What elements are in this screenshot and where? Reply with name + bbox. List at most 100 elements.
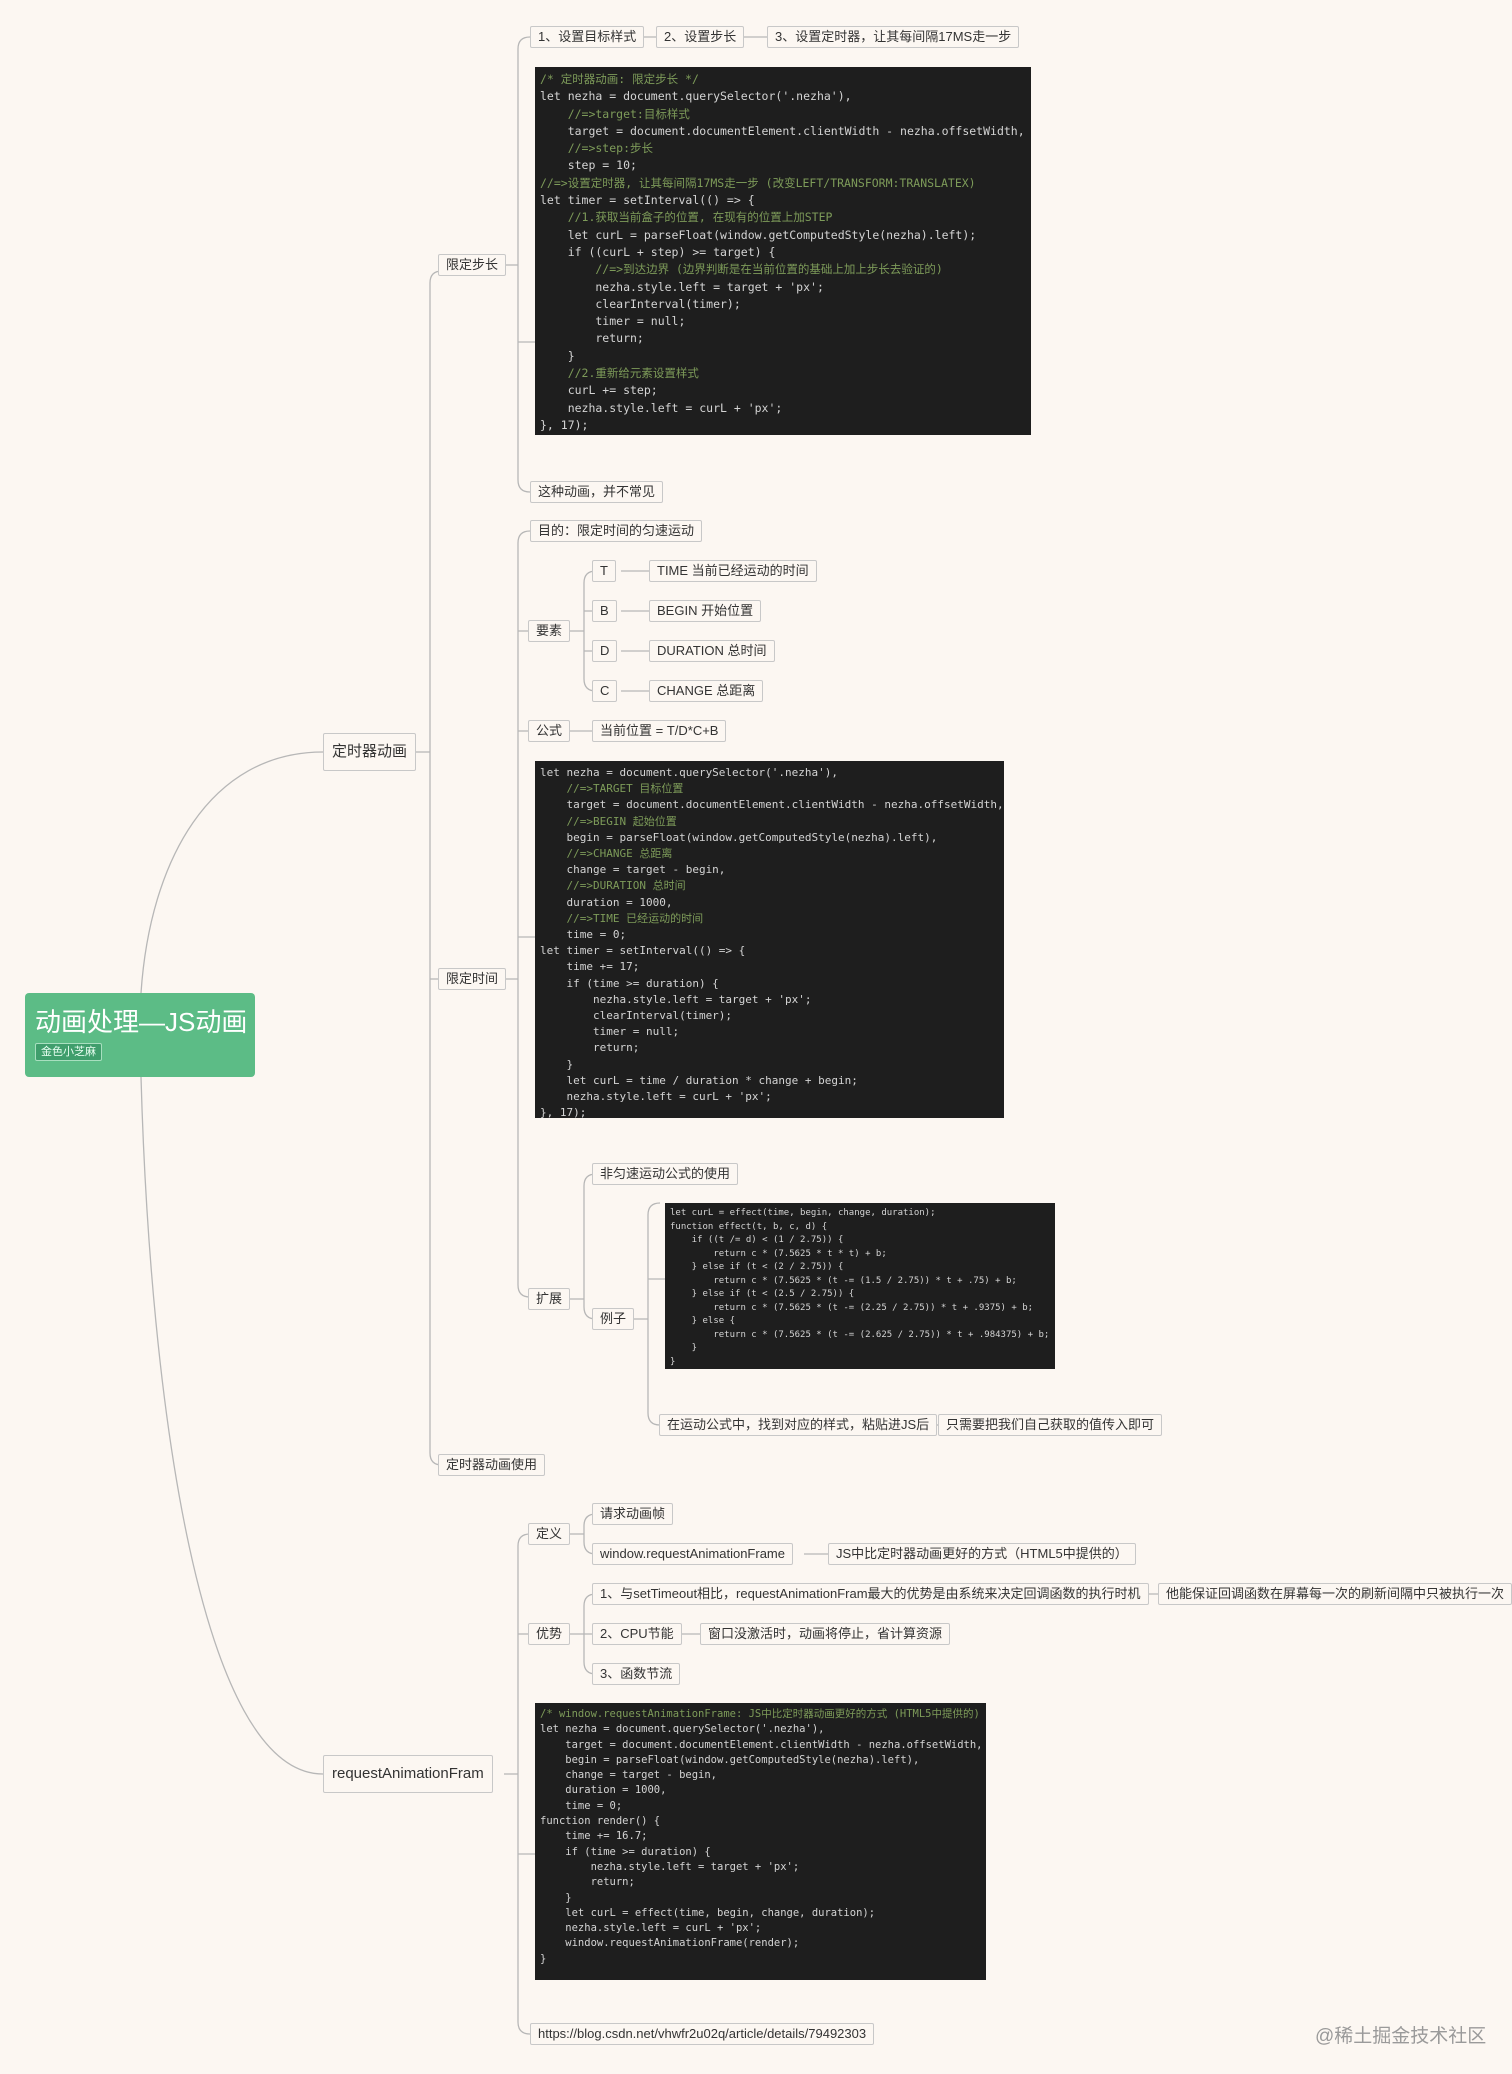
code-line: timer = null; — [540, 314, 686, 329]
code-line: //=>到达边界 (边界判断是在当前位置的基础上加上步长去验证的) — [540, 262, 943, 277]
tip-node[interactable]: 在运动公式中，找到对应的样式，粘贴进JS后 — [659, 1414, 938, 1436]
code-line: begin = parseFloat(window.getComputedSty… — [540, 1753, 920, 1766]
code-line: } — [540, 348, 575, 363]
code-line: time += 16.7; — [540, 1830, 648, 1843]
note-uncommon[interactable]: 这种动画，并不常见 — [530, 481, 664, 503]
code-line: return c * (7.5625 * (t -= (2.625 / 2.75… — [670, 1329, 1050, 1340]
node-limit-time[interactable]: 限定时间 — [438, 968, 507, 990]
code-line: //=>TIME 已经运动的时间 — [540, 911, 704, 925]
element-key[interactable]: C — [592, 680, 618, 702]
code-line: nezha.style.left = curL + 'px'; — [540, 1090, 772, 1104]
advantage-node[interactable]: 优势 — [528, 1623, 571, 1645]
code-line: if (time >= duration) { — [540, 976, 719, 990]
code-limit-time: let nezha = document.querySelector('.nez… — [535, 761, 1004, 1118]
code-line: //=>DURATION 总时间 — [540, 879, 686, 893]
code-line: if ((t /= d) < (1 / 2.75)) { — [670, 1235, 844, 1245]
code-line: time = 0; — [540, 1799, 623, 1812]
code-line: }, 17); — [540, 417, 589, 432]
code-line: function effect(t, b, c, d) { — [670, 1221, 828, 1232]
code-line: window.requestAnimationFrame(render); — [540, 1937, 800, 1950]
adv-1-note-node[interactable]: 他能保证回调函数在屏幕每一次的刷新间隔中只被执行一次 — [1158, 1583, 1512, 1605]
code-line: time = 0; — [540, 928, 627, 942]
code-line: } else { — [670, 1316, 736, 1326]
code-line: nezha.style.left = target + 'px'; — [540, 279, 824, 294]
element-key[interactable]: D — [592, 640, 618, 662]
step-3-node[interactable]: 3、设置定时器，让其每间隔17MS走一步 — [767, 26, 1020, 48]
code-line: //=>target:目标样式 — [540, 106, 690, 121]
code-line: } — [540, 1952, 547, 1965]
def-raf-note-node[interactable]: JS中比定时器动画更好的方式（HTML5中提供的） — [828, 1543, 1136, 1565]
nonuniform-node[interactable]: 非匀速运动公式的使用 — [592, 1163, 739, 1185]
code-line: curL += step; — [540, 383, 658, 398]
element-key[interactable]: T — [592, 560, 616, 582]
tip2-node[interactable]: 只需要把我们自己获取的值传入即可 — [938, 1414, 1163, 1436]
code-line: //=>BEGIN 起始位置 — [540, 814, 677, 828]
code-line: time += 17; — [540, 960, 640, 974]
node-timer-usage[interactable]: 定时器动画使用 — [438, 1454, 546, 1476]
code-line: } else if (t < (2.5 / 2.75)) { — [670, 1289, 855, 1299]
code-line: return; — [540, 331, 644, 346]
code-line: //=>设置定时器, 让其每间隔17MS走一步 (改变LEFT/TRANSFOR… — [540, 175, 976, 190]
code-line: duration = 1000, — [540, 1784, 667, 1797]
code-line: let timer = setInterval(() => { — [540, 944, 746, 958]
def-window-raf-node[interactable]: window.requestAnimationFrame — [592, 1543, 793, 1565]
code-line: change = target - begin, — [540, 863, 726, 877]
code-line: let curL = parseFloat(window.getComputed… — [540, 227, 977, 242]
code-line: /* 定时器动画: 限定步长 */ — [540, 72, 699, 86]
adv-1-node[interactable]: 1、与setTimeout相比，requestAnimationFram最大的优… — [592, 1583, 1149, 1605]
code-line: if (time >= duration) { — [540, 1845, 711, 1858]
elements-node[interactable]: 要素 — [528, 620, 571, 642]
code-line: } — [540, 1057, 574, 1071]
code-line: nezha.style.left = curL + 'px'; — [540, 1922, 762, 1935]
code-line: return c * (7.5625 * (t -= (1.5 / 2.75))… — [670, 1275, 1017, 1286]
code-line: let nezha = document.querySelector('.nez… — [540, 89, 852, 104]
code-line: target = document.documentElement.client… — [540, 798, 1004, 812]
watermark: @稀土掘金技术社区 — [1315, 2026, 1487, 2047]
step-2-node[interactable]: 2、设置步长 — [656, 26, 745, 48]
root-node[interactable]: 动画处理—JS动画 金色小芝麻 — [25, 993, 255, 1077]
adv-2-node[interactable]: 2、CPU节能 — [592, 1623, 682, 1645]
code-line: duration = 1000, — [540, 895, 673, 909]
code-raf: /* window.requestAnimationFrame: JS中比定时器… — [535, 1703, 986, 1980]
step-1-node[interactable]: 1、设置目标样式 — [530, 26, 645, 48]
code-line: //1.获取当前盒子的位置, 在现有的位置上加STEP — [540, 210, 833, 225]
reference-link-node[interactable]: https://blog.csdn.net/vhwfr2u02q/article… — [530, 2023, 875, 2045]
element-desc[interactable]: TIME 当前已经运动的时间 — [649, 560, 817, 582]
def-request-frame-node[interactable]: 请求动画帧 — [592, 1503, 674, 1525]
element-desc[interactable]: DURATION 总时间 — [649, 640, 775, 662]
code-line: timer = null; — [540, 1025, 680, 1039]
code-line: step = 10; — [540, 158, 637, 173]
code-line: //2.重新给元素设置样式 — [540, 366, 699, 381]
example-node[interactable]: 例子 — [592, 1308, 635, 1330]
formula-label-node[interactable]: 公式 — [528, 720, 571, 742]
code-line: target = document.documentElement.client… — [540, 123, 1025, 138]
adv-3-node[interactable]: 3、函数节流 — [592, 1663, 681, 1685]
code-line: function render() { — [540, 1815, 661, 1828]
code-line: return; — [540, 1876, 635, 1889]
code-line: if ((curL + step) >= target) { — [540, 244, 776, 259]
root-title: 动画处理—JS动画 — [35, 1007, 248, 1037]
element-desc[interactable]: BEGIN 开始位置 — [649, 600, 762, 622]
code-line: //=>TARGET 目标位置 — [540, 782, 684, 796]
element-key[interactable]: B — [592, 600, 617, 622]
branch-request-animation-frame[interactable]: requestAnimationFram — [323, 1755, 493, 1793]
code-line: let nezha = document.querySelector('.nez… — [540, 1723, 825, 1736]
purpose-node[interactable]: 目的：限定时间的匀速运动 — [530, 520, 703, 542]
extend-node[interactable]: 扩展 — [528, 1288, 571, 1310]
branch-timer-animation[interactable]: 定时器动画 — [323, 733, 417, 771]
code-line: clearInterval(timer); — [540, 1009, 733, 1023]
code-line: let curL = time / duration * change + be… — [540, 1073, 858, 1087]
code-line: begin = parseFloat(window.getComputedSty… — [540, 830, 938, 844]
adv-2-note-node[interactable]: 窗口没激活时，动画将停止，省计算资源 — [700, 1623, 951, 1645]
formula-node[interactable]: 当前位置 = T/D*C+B — [592, 720, 727, 742]
code-line: } — [670, 1356, 676, 1367]
element-desc[interactable]: CHANGE 总距离 — [649, 680, 764, 702]
code-easing-example: let curL = effect(time, begin, change, d… — [665, 1203, 1055, 1369]
code-line: nezha.style.left = curL + 'px'; — [540, 400, 783, 415]
node-limit-step[interactable]: 限定步长 — [438, 254, 507, 276]
code-line: //=>CHANGE 总距离 — [540, 847, 673, 861]
code-line: } — [670, 1343, 698, 1353]
definition-node[interactable]: 定义 — [528, 1523, 571, 1545]
code-line: let curL = effect(time, begin, change, d… — [670, 1208, 936, 1218]
